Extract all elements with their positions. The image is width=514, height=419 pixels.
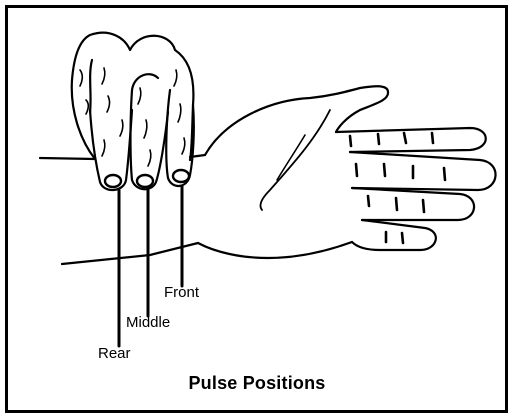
examiner-fingernails [105, 170, 189, 187]
examiner-finger-ring [90, 110, 132, 190]
palm-lower-edge [198, 242, 352, 258]
patient-finger-4 [352, 220, 436, 250]
palm-crease [260, 110, 330, 210]
patient-finger-3 [352, 188, 474, 220]
middle-label: Middle [126, 315, 170, 330]
palm-crease-2 [277, 135, 305, 180]
diagram-caption: Pulse Positions [0, 373, 514, 394]
examiner-finger-middle [131, 74, 169, 189]
rear-label: Rear [98, 346, 131, 361]
patient-finger-2 [350, 152, 496, 190]
front-label: Front [164, 285, 199, 300]
patient-finger-1 [336, 128, 486, 152]
forearm-lower-edge [62, 243, 198, 264]
patient-palm [205, 86, 388, 155]
forearm-upper-edge [40, 158, 95, 159]
examiner-finger-ring-base [90, 60, 92, 112]
